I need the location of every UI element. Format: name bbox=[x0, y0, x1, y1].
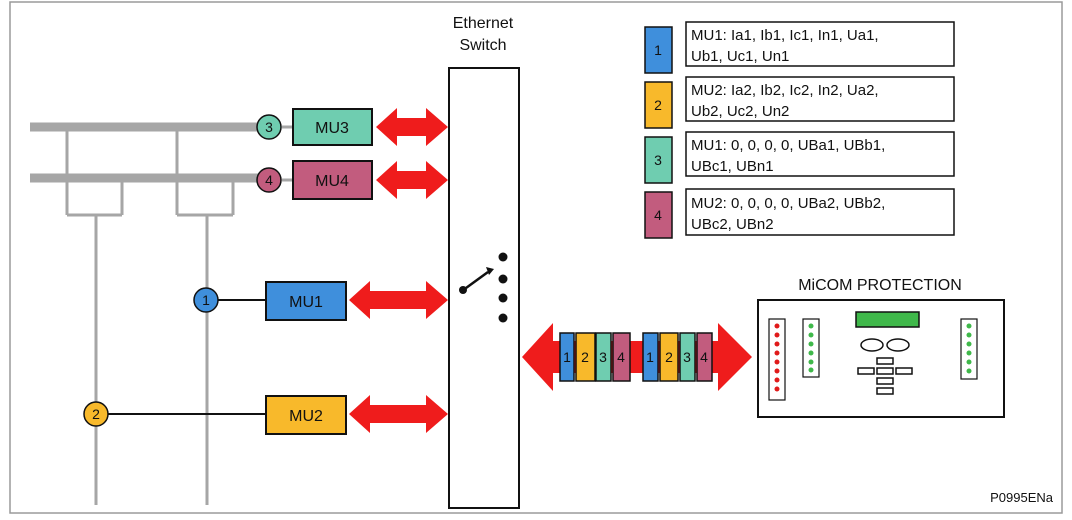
svg-text:MU2: Ia2, Ib2, Ic2, In2, Ua2,: MU2: Ia2, Ib2, Ic2, In2, Ua2, bbox=[691, 82, 879, 99]
svg-text:1: 1 bbox=[563, 349, 571, 365]
svg-text:2: 2 bbox=[654, 97, 662, 113]
svg-text:1: 1 bbox=[654, 42, 662, 58]
mu4-box: MU4 bbox=[292, 160, 373, 200]
marker-3: 3 bbox=[256, 114, 282, 140]
mu-arrows bbox=[349, 108, 448, 433]
arrow-mu4 bbox=[376, 161, 448, 199]
marker-2: 2 bbox=[83, 401, 109, 427]
busbars bbox=[30, 122, 262, 505]
legend-item-4: 4 MU2: 0, 0, 0, 0, UBa2, UBb2, UBc2, UBn… bbox=[644, 188, 955, 239]
svg-text:2: 2 bbox=[665, 349, 673, 365]
arrow-mu3 bbox=[376, 108, 448, 146]
mu3-box: MU3 bbox=[292, 108, 373, 146]
packet-6: 2 bbox=[659, 332, 679, 382]
packet-5: 1 bbox=[642, 332, 659, 382]
svg-text:Ub2, Uc2, Un2: Ub2, Uc2, Un2 bbox=[691, 103, 789, 120]
oval-button-icon-left bbox=[860, 338, 884, 352]
svg-text:2: 2 bbox=[92, 406, 100, 422]
packet-1: 1 bbox=[559, 332, 575, 382]
svg-text:MU2: 0, 0, 0, 0, UBa2, UBb2,: MU2: 0, 0, 0, 0, UBa2, UBb2, bbox=[691, 195, 885, 212]
green-led-icons-right bbox=[966, 323, 972, 374]
figure-code: P0995ENa bbox=[990, 490, 1054, 505]
packet-8: 4 bbox=[696, 332, 713, 382]
legend: 1 MU1: Ia1, Ib1, Ic1, In1, Ua1, Ub1, Uc1… bbox=[644, 21, 955, 239]
oval-button-icon-right bbox=[886, 338, 910, 352]
arrow-mu1 bbox=[349, 281, 448, 319]
green-led-panel-left bbox=[802, 318, 820, 378]
micom-relay: MiCOM PROTECTION bbox=[757, 277, 1005, 418]
svg-text:1: 1 bbox=[646, 349, 654, 365]
mu2-box: MU2 bbox=[265, 395, 347, 435]
arrow-mu2 bbox=[349, 395, 448, 433]
packet-3: 3 bbox=[595, 332, 612, 382]
switch-body bbox=[448, 67, 520, 509]
marker-4: 4 bbox=[256, 167, 282, 193]
svg-text:4: 4 bbox=[700, 349, 708, 365]
red-led-icons bbox=[774, 323, 780, 392]
svg-text:UBc1, UBn1: UBc1, UBn1 bbox=[691, 158, 774, 175]
svg-text:UBc2, UBn2: UBc2, UBn2 bbox=[691, 216, 774, 233]
svg-text:MU1: MU1 bbox=[289, 294, 323, 311]
svg-text:4: 4 bbox=[654, 207, 662, 223]
packet-2: 2 bbox=[575, 332, 596, 382]
marker-1: 1 bbox=[193, 287, 219, 313]
svg-text:3: 3 bbox=[654, 152, 662, 168]
svg-text:MU2: MU2 bbox=[289, 408, 323, 425]
svg-text:MU4: MU4 bbox=[315, 173, 349, 190]
keypad-icon bbox=[857, 357, 913, 395]
legend-item-3: 3 MU1: 0, 0, 0, 0, UBa1, UBb1, UBc1, UBn… bbox=[644, 131, 955, 184]
svg-text:2: 2 bbox=[581, 349, 589, 365]
green-led-icons-left bbox=[808, 323, 814, 373]
packet-4: 4 bbox=[612, 332, 631, 382]
svg-text:3: 3 bbox=[599, 349, 607, 365]
switch-label-line1: Ethernet bbox=[453, 15, 514, 32]
green-led-panel-right bbox=[960, 318, 978, 380]
svg-text:MU1: 0, 0, 0, 0, UBa1, UBb1,: MU1: 0, 0, 0, 0, UBa1, UBb1, bbox=[691, 137, 885, 154]
switch-symbol-icon bbox=[459, 252, 508, 323]
ethernet-switch: Ethernet Switch bbox=[448, 15, 520, 509]
mu1-box: MU1 bbox=[265, 281, 347, 321]
svg-text:4: 4 bbox=[617, 349, 625, 365]
legend-item-1: 1 MU1: Ia1, Ib1, Ic1, In1, Ua1, Ub1, Uc1… bbox=[644, 21, 955, 74]
svg-text:MU1: Ia1, Ib1, Ic1, In1, Ua1,: MU1: Ia1, Ib1, Ic1, In1, Ua1, bbox=[691, 27, 879, 44]
svg-text:1: 1 bbox=[202, 292, 210, 308]
arrow-to-relay bbox=[522, 323, 752, 391]
sample-packets: 1 2 3 4 1 2 3 4 bbox=[559, 332, 713, 382]
packet-7: 3 bbox=[679, 332, 696, 382]
svg-text:3: 3 bbox=[683, 349, 691, 365]
relay-display bbox=[855, 311, 920, 328]
switch-label-line2: Switch bbox=[459, 37, 506, 54]
relay-title: MiCOM PROTECTION bbox=[798, 277, 962, 294]
svg-text:MU3: MU3 bbox=[315, 120, 349, 137]
legend-item-2: 2 MU2: Ia2, Ib2, Ic2, In2, Ua2, Ub2, Uc2… bbox=[644, 76, 955, 129]
svg-text:4: 4 bbox=[265, 172, 273, 188]
svg-text:Ub1, Uc1, Un1: Ub1, Uc1, Un1 bbox=[691, 48, 789, 65]
svg-text:3: 3 bbox=[265, 119, 273, 135]
